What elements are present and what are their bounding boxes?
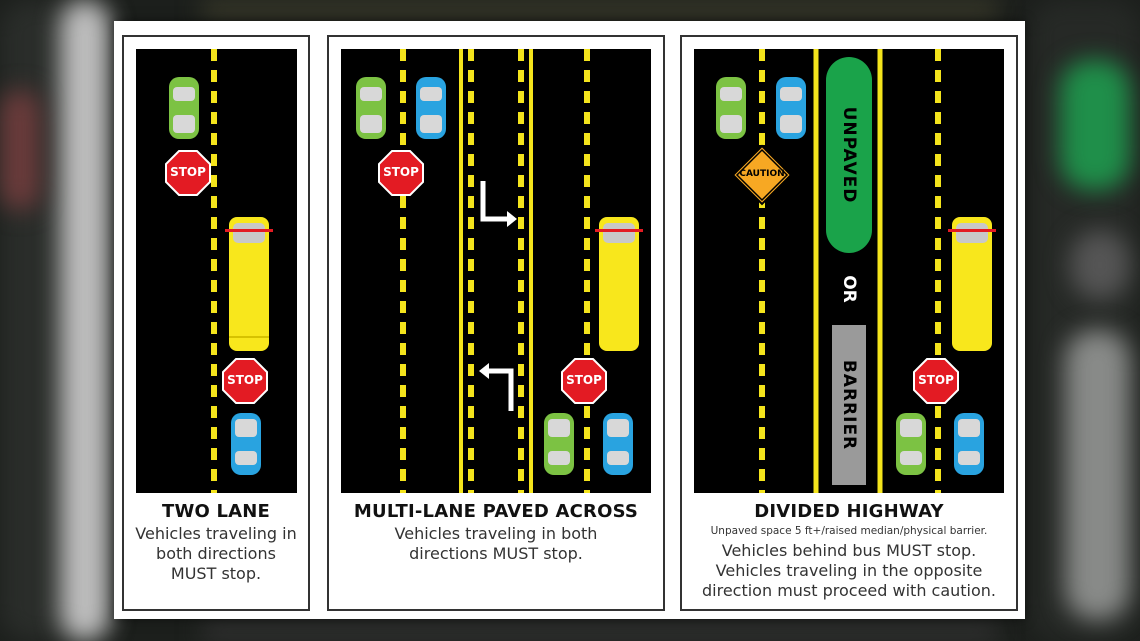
panel-title: DIVIDED HIGHWAY <box>754 501 944 522</box>
barrier-median <box>832 325 866 485</box>
median-barrier-label: BARRIER <box>839 359 859 451</box>
school-bus <box>595 217 643 351</box>
panel-title: MULTI-LANE PAVED ACROSS <box>353 501 639 522</box>
stop-sign-label: STOP <box>227 373 263 387</box>
stop-sign <box>561 358 607 404</box>
median-unpaved-label: UNPAVED <box>839 106 859 204</box>
school-bus <box>225 217 273 351</box>
panel-note: Unpaved space 5 ft+/raised median/physic… <box>710 525 988 537</box>
green-car <box>544 413 574 475</box>
blue-car <box>416 77 446 139</box>
turn-arrow-right <box>480 181 509 222</box>
caution-sign <box>731 144 793 206</box>
unpaved-median <box>826 57 872 253</box>
stop-sign-label: STOP <box>566 373 602 387</box>
stop-sign <box>222 358 268 404</box>
infographic-card: STOP STOP TWO LANE Vehicles traveling in… <box>114 21 1025 619</box>
school-bus <box>948 217 996 351</box>
blue-car <box>603 413 633 475</box>
panel-description: Vehicles behind bus MUST stop. Vehicles … <box>701 541 997 600</box>
panel-two-lane: STOP STOP TWO LANE Vehicles traveling in… <box>122 35 310 611</box>
blue-car <box>776 77 806 139</box>
panel-title: TWO LANE <box>161 501 271 522</box>
road-two-lane: STOP STOP <box>136 49 297 493</box>
stop-sign <box>378 150 424 196</box>
panel-description: Vehicles traveling in both directions MU… <box>135 524 297 583</box>
panel-divided-highway: CAUTION UNPAVED OR BARRIER STOP DIVIDED … <box>680 35 1018 611</box>
green-car <box>716 77 746 139</box>
blue-car <box>231 413 261 475</box>
stop-sign <box>913 358 959 404</box>
panel-description: Vehicles traveling in both directions MU… <box>394 524 598 563</box>
caution-sign-label: CAUTION <box>739 169 785 179</box>
caption-divided-highway: DIVIDED HIGHWAY Unpaved space 5 ft+/rais… <box>682 501 1016 601</box>
median-or-label: OR <box>839 275 859 303</box>
stop-sign-label: STOP <box>170 165 206 179</box>
stop-sign-label: STOP <box>383 165 419 179</box>
stop-sign <box>165 150 211 196</box>
green-car <box>356 77 386 139</box>
green-car <box>896 413 926 475</box>
blue-car <box>954 413 984 475</box>
panel-multi-lane: STOP STOP MULTI-LANE PAVED ACROSS Vehicl… <box>327 35 665 611</box>
caption-two-lane: TWO LANE Vehicles traveling in both dire… <box>124 501 308 584</box>
road-multi-lane: STOP STOP <box>341 49 651 493</box>
green-car <box>169 77 199 139</box>
caption-multi-lane: MULTI-LANE PAVED ACROSS Vehicles traveli… <box>329 501 663 564</box>
road-divided-highway: CAUTION UNPAVED OR BARRIER STOP <box>694 49 1004 493</box>
turn-arrow-left <box>487 368 514 411</box>
stop-sign-label: STOP <box>918 373 954 387</box>
